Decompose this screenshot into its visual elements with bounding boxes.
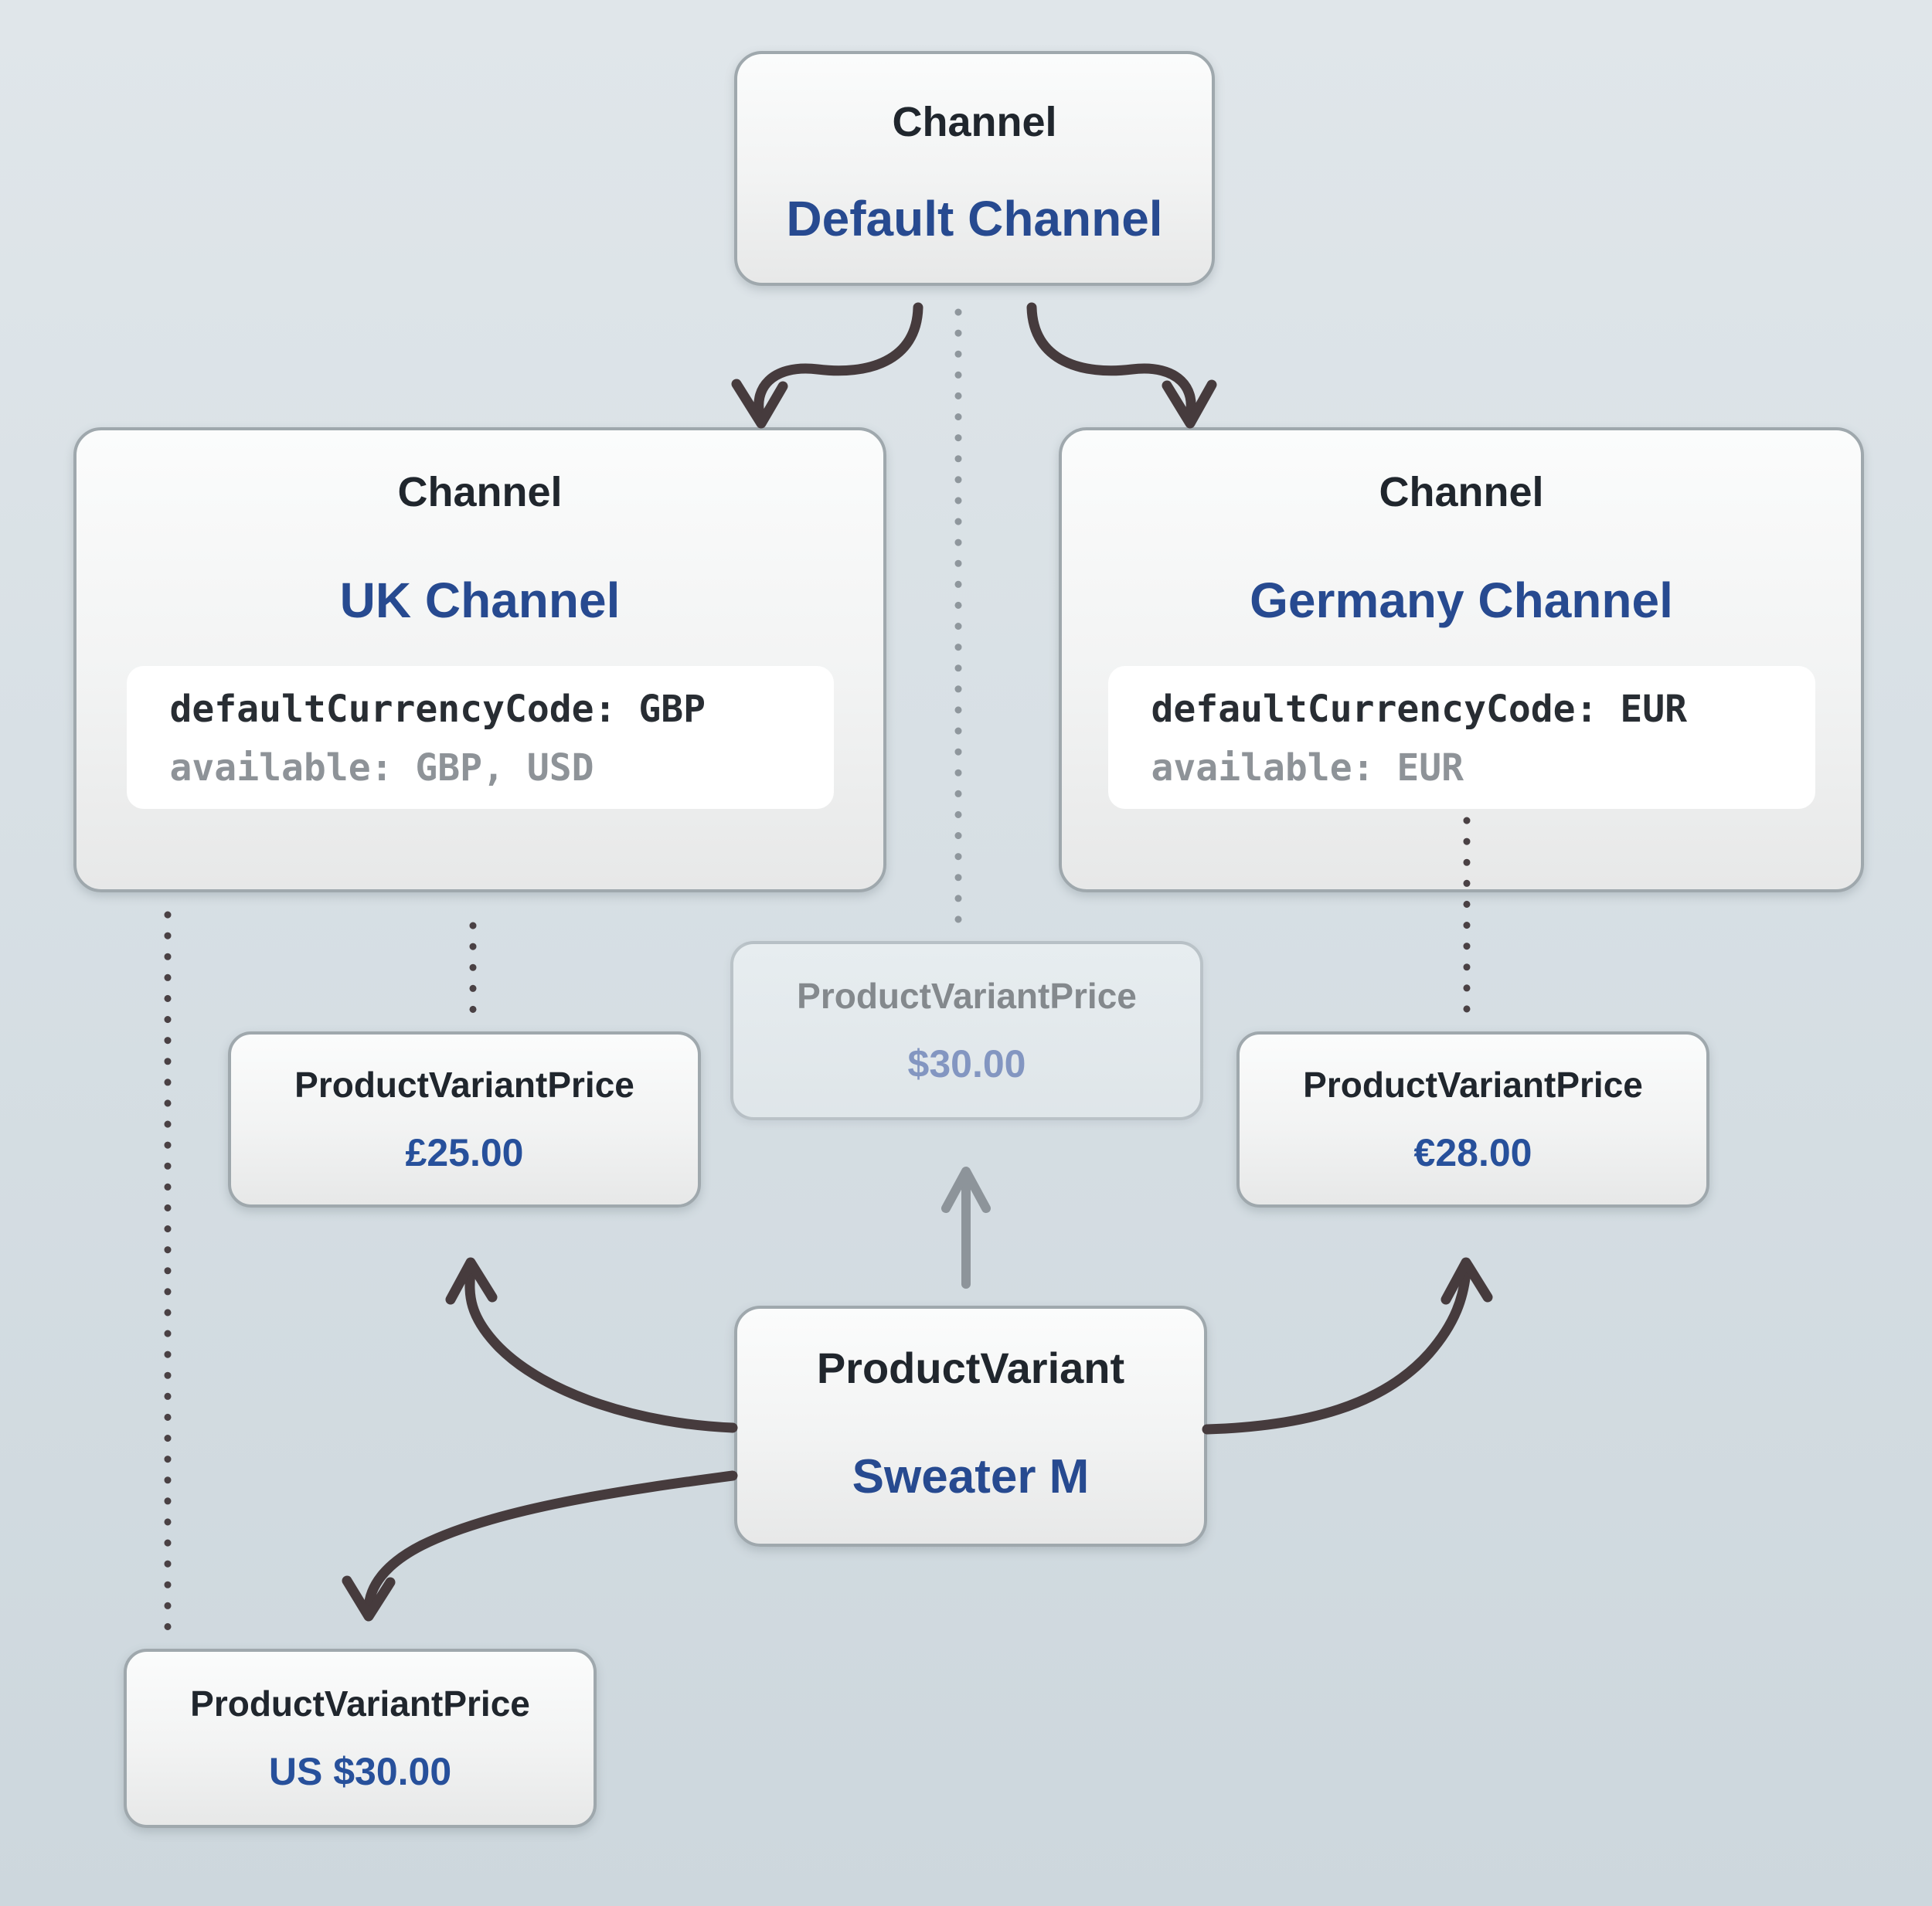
arrow-product-variant-to-uk-price	[445, 1257, 738, 1433]
currency-code-panel: defaultCurrencyCode: GBP available: GBP,…	[126, 666, 834, 809]
arrow-product-variant-to-default-price	[941, 1167, 991, 1289]
node-type-label: ProductVariantPrice	[797, 975, 1137, 1016]
node-name-label: Default Channel	[786, 191, 1163, 246]
node-default-price: ProductVariantPrice $30.00	[730, 941, 1203, 1120]
arrow-product-variant-to-us-price	[342, 1470, 738, 1622]
price-value: €28.00	[1413, 1130, 1532, 1174]
node-name-label: UK Channel	[339, 572, 621, 628]
price-value: £25.00	[405, 1130, 524, 1174]
node-us-price: ProductVariantPrice US $30.00	[124, 1649, 597, 1828]
node-uk-channel: Channel UK Channel defaultCurrencyCode: …	[73, 427, 886, 892]
node-name-label: Germany Channel	[1250, 572, 1673, 628]
node-type-label: ProductVariantPrice	[1303, 1065, 1643, 1106]
node-type-label: ProductVariantPrice	[190, 1683, 530, 1724]
code-line-available-currencies: available: GBP, USD	[169, 746, 594, 790]
node-type-label: Channel	[1379, 469, 1544, 515]
code-line-available-currencies: available: EUR	[1151, 746, 1464, 790]
node-name-label: Sweater M	[852, 1450, 1090, 1503]
node-default-channel: Channel Default Channel	[734, 51, 1215, 286]
node-uk-price: ProductVariantPrice £25.00	[228, 1031, 701, 1208]
code-line-default-currency: defaultCurrencyCode: GBP	[169, 688, 706, 731]
node-germany-price: ProductVariantPrice €28.00	[1236, 1031, 1709, 1208]
node-type-label: ProductVariant	[816, 1344, 1125, 1392]
price-value: $30.00	[907, 1042, 1026, 1086]
arrow-default-channel-to-uk-channel	[731, 302, 923, 429]
node-type-label: ProductVariantPrice	[294, 1065, 634, 1106]
currency-code-panel: defaultCurrencyCode: EUR available: EUR	[1107, 666, 1815, 809]
node-type-label: Channel	[397, 469, 563, 515]
node-type-label: Channel	[892, 99, 1057, 145]
node-germany-channel: Channel Germany Channel defaultCurrencyC…	[1059, 427, 1864, 892]
price-value: US $30.00	[268, 1750, 452, 1794]
arrow-default-channel-to-germany-channel	[1026, 302, 1217, 429]
code-line-default-currency: defaultCurrencyCode: EUR	[1151, 688, 1688, 731]
arrow-product-variant-to-germany-price	[1202, 1257, 1493, 1435]
node-product-variant: ProductVariant Sweater M	[734, 1306, 1207, 1547]
